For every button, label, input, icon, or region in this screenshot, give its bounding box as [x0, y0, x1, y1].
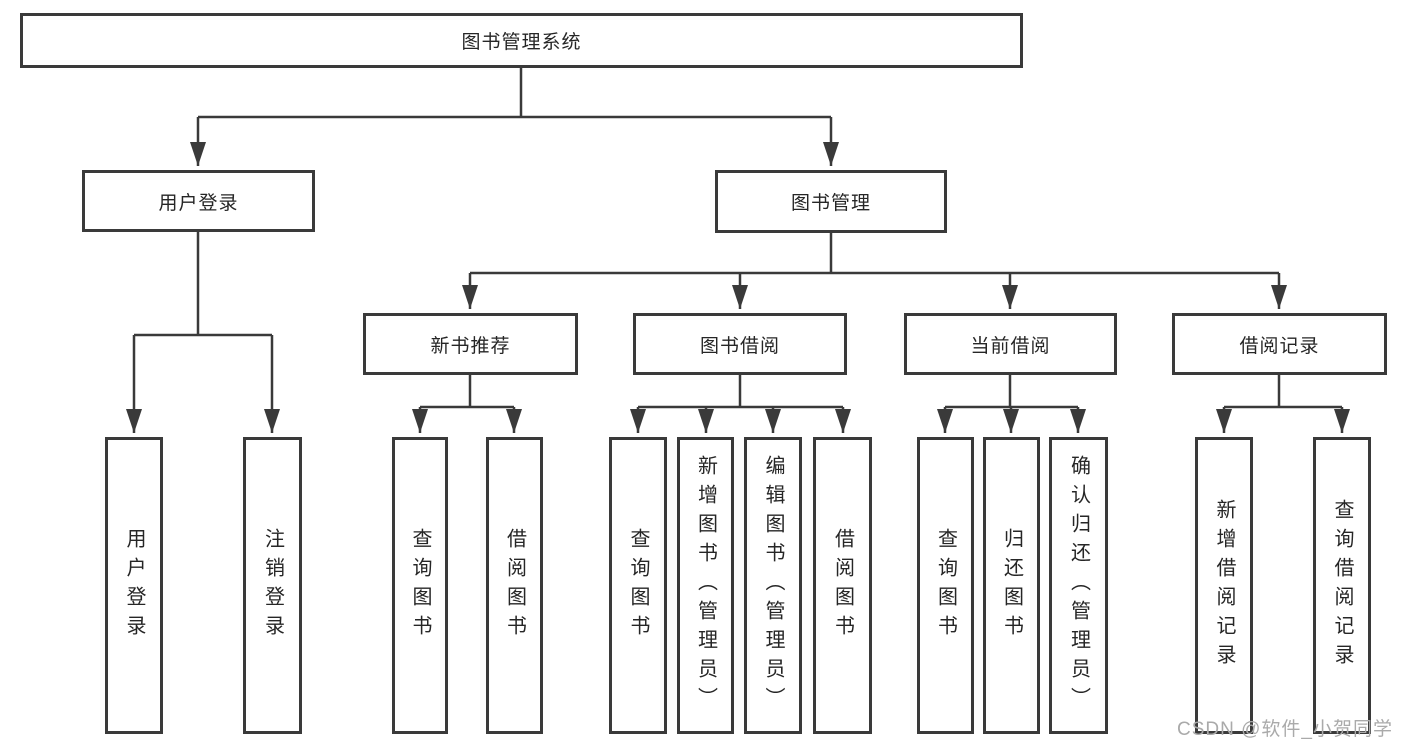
node-label: 借阅记录 [1239, 335, 1320, 357]
node-label: 用户登录 [158, 192, 239, 214]
node-logout: 注销登录 [243, 437, 302, 734]
node-label: 图书借阅 [699, 335, 780, 357]
node-label: 当前借阅 [970, 335, 1051, 357]
node-bb-borrow-books: 借阅图书 [813, 437, 872, 734]
node-login: 用户登录 [105, 437, 163, 734]
node-label: 查询图书 [934, 527, 957, 644]
node-label: 用户登录 [123, 527, 145, 644]
node-label: 新增借阅记录 [1213, 498, 1235, 673]
node-label: 图书管理 [790, 193, 871, 214]
node-label: 注销登录 [261, 527, 284, 644]
node-bb-query-books: 查询图书 [609, 437, 667, 734]
node-label: 借阅图书 [831, 527, 854, 644]
node-label: 编辑图书（管理员） [762, 455, 784, 716]
node-label: 查询借阅记录 [1331, 498, 1353, 673]
node-br-query-record: 查询借阅记录 [1313, 437, 1371, 734]
node-cb-return-books: 归还图书 [983, 437, 1040, 734]
node-borrowing-records: 借阅记录 [1172, 313, 1387, 375]
node-library-management-system: 图书管理系统 [20, 13, 1023, 68]
node-label: 确认归还（管理员） [1067, 455, 1090, 716]
connector-trunks [134, 68, 1342, 409]
node-cb-query-books: 查询图书 [917, 437, 974, 734]
node-bb-edit-books-admin: 编辑图书（管理员） [744, 437, 802, 734]
node-label: 新增图书（管理员） [694, 455, 717, 716]
node-label: 归还图书 [1000, 527, 1023, 644]
node-new-book-recommend: 新书推荐 [363, 313, 578, 375]
node-label: 借阅图书 [503, 527, 526, 644]
node-nb-query-books: 查询图书 [392, 437, 448, 734]
node-br-add-record: 新增借阅记录 [1195, 437, 1253, 734]
node-user-login: 用户登录 [82, 170, 315, 232]
node-label: 查询图书 [409, 527, 431, 644]
csdn-watermark: CSDN @软件_小贺同学 [1177, 719, 1393, 740]
node-book-borrowing: 图书借阅 [633, 313, 847, 375]
node-cb-confirm-return-admin: 确认归还（管理员） [1049, 437, 1108, 734]
node-nb-borrow-books: 借阅图书 [486, 437, 543, 734]
node-label: 图书管理系统 [461, 32, 582, 53]
node-label: 新书推荐 [430, 335, 511, 357]
node-label: 查询图书 [627, 527, 649, 644]
node-book-management: 图书管理 [715, 170, 947, 233]
node-current-borrowing: 当前借阅 [904, 313, 1117, 375]
node-bb-add-books-admin: 新增图书（管理员） [677, 437, 734, 734]
